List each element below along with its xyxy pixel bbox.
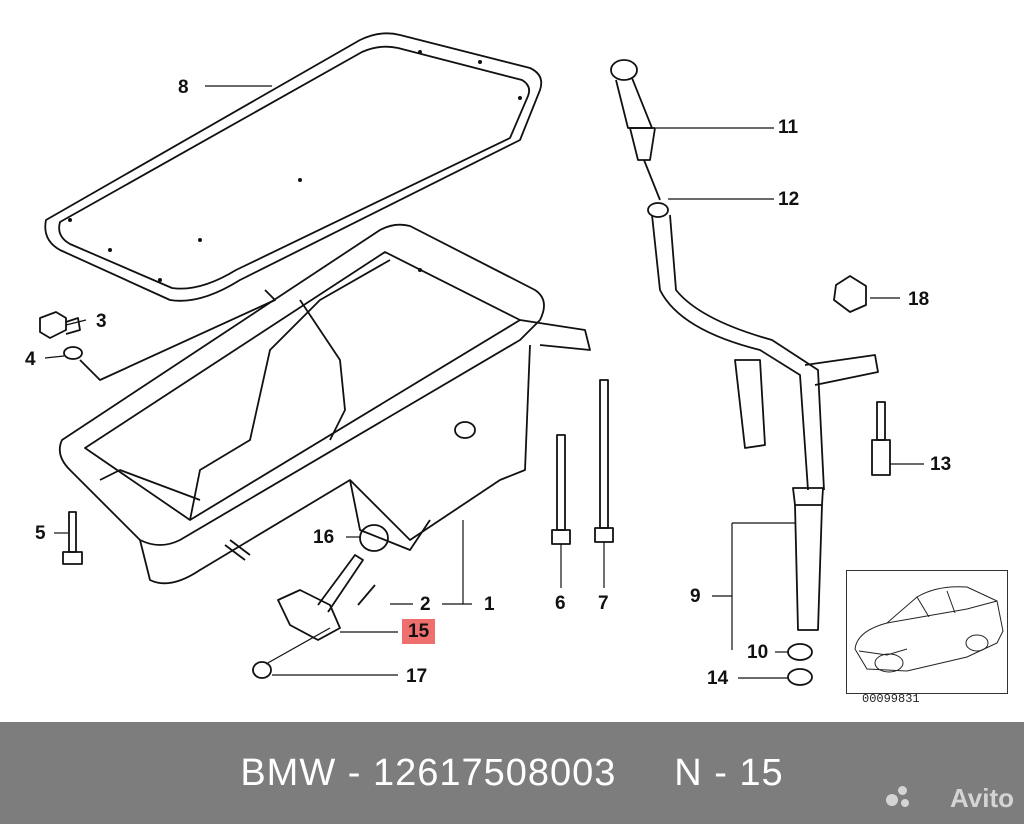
callout-6: 6	[555, 593, 566, 614]
nut-17	[252, 661, 272, 679]
bolt-13	[871, 401, 891, 476]
ring-10	[787, 643, 813, 661]
callout-5: 5	[35, 523, 46, 544]
avito-watermark: Avito	[949, 783, 1014, 813]
drain-plug	[39, 311, 81, 339]
callout-3: 3	[96, 311, 107, 332]
callout-4: 4	[25, 349, 36, 370]
bolt-6	[551, 434, 571, 545]
pin-2	[357, 584, 376, 606]
callout-8: 8	[178, 77, 189, 98]
o-ring-12	[647, 202, 669, 218]
o-ring-16	[359, 524, 389, 552]
callout-11: 11	[778, 117, 799, 138]
avito-logo-icon	[886, 786, 912, 808]
clip-18	[833, 275, 867, 313]
oil-pan-gasket	[44, 32, 543, 302]
ring-14	[787, 668, 813, 686]
callout-13: 13	[930, 454, 952, 475]
callout-17: 17	[406, 666, 428, 687]
bolt-5	[62, 511, 83, 565]
callout-1: 1	[484, 594, 495, 615]
callout-16: 16	[313, 527, 335, 548]
reference-number: 00099831	[862, 692, 920, 706]
bolt-7	[594, 379, 614, 543]
callout-2: 2	[420, 594, 431, 615]
parts-diagram	[39, 32, 924, 686]
callout-14: 14	[707, 668, 729, 689]
callout-7: 7	[598, 593, 609, 614]
car-icon	[854, 586, 1004, 673]
callout-15-highlighted: 15	[402, 619, 436, 644]
car-thumbnail	[846, 570, 1008, 694]
callout-9: 9	[690, 586, 701, 607]
footer-bar: BMW - 12617508003 N - 15 Avito	[0, 722, 1024, 824]
oil-level-sensor	[277, 554, 364, 641]
oil-pan	[58, 223, 591, 585]
callout-12: 12	[778, 189, 800, 210]
part-caption: BMW - 12617508003 N - 15	[240, 751, 784, 794]
callout-10: 10	[747, 642, 769, 663]
drain-washer	[63, 346, 83, 360]
callout-18: 18	[908, 289, 930, 310]
dipstick	[610, 59, 661, 201]
guide-tube	[651, 214, 879, 631]
